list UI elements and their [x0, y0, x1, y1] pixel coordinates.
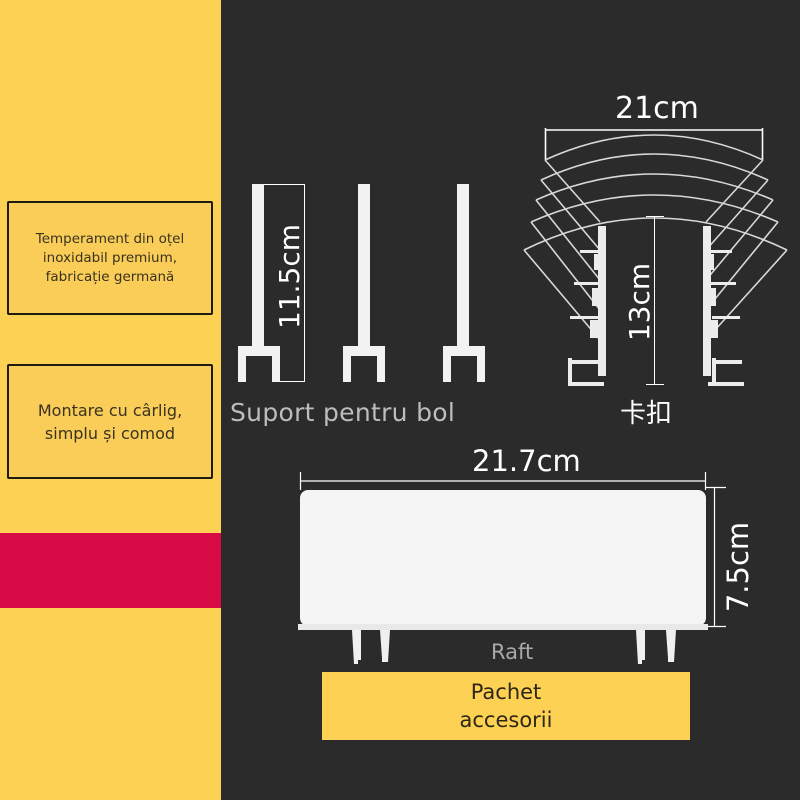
left-feature-panel: Temperament din oțel inoxidabil premium,…: [0, 0, 221, 800]
accessory-pack-label: Pachet accesorii: [459, 680, 553, 732]
feature-box-hook-mount: Montare cu cârlig, simplu și comod: [7, 364, 213, 479]
shelf-width-dimension: 21.7cm: [472, 444, 581, 478]
shelf-dimension-lines: [299, 472, 726, 628]
feature-box-steel: Temperament din oțel inoxidabil premium,…: [7, 201, 213, 315]
clip-right-stack: [703, 226, 744, 386]
clip-height-dimension: [646, 216, 664, 385]
shelf-height-dimension: 7.5cm: [721, 521, 755, 613]
bowl-holder-height-dimension: 11.5cm: [273, 223, 306, 329]
accessory-pack-box: Pachet accesorii: [322, 672, 690, 740]
red-accent-band: [0, 533, 221, 608]
bowl-holder-label: Suport pentru bol: [230, 398, 456, 427]
bowl-holder-1-dimension: [264, 184, 305, 382]
bowl-holder-3: [443, 184, 485, 382]
shelf-label: Raft: [491, 640, 534, 664]
clip-height-label: 13cm: [623, 262, 656, 342]
bowl-holder-2: [343, 184, 385, 382]
shelf-hooks: [352, 630, 676, 664]
clip-label: 卡扣: [620, 399, 673, 429]
feature-text-steel: Temperament din oțel inoxidabil premium,…: [35, 230, 185, 285]
clip-left-stack: [568, 226, 606, 386]
shelf-panel: [300, 490, 706, 626]
clip-width-dimension: 21cm: [615, 91, 699, 126]
feature-text-hook-mount: Montare cu cârlig, simplu și comod: [37, 400, 183, 443]
bowl-holder-1: [238, 184, 280, 382]
